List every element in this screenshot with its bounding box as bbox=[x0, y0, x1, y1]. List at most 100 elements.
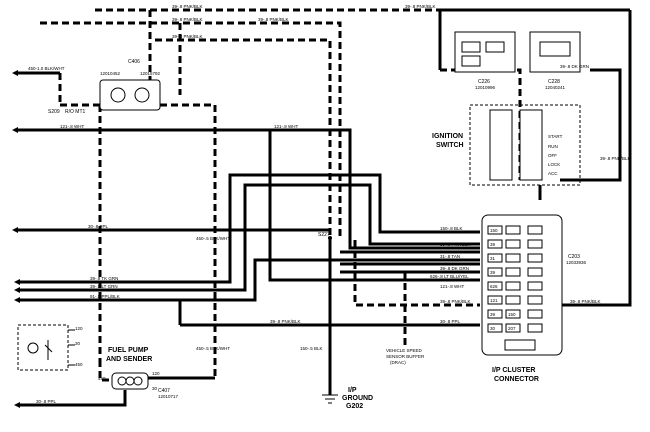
wire-label-ppl-left: 30-.8 PPL bbox=[88, 224, 109, 229]
arrow-left-icon bbox=[12, 127, 18, 133]
c406-label: C406 bbox=[128, 59, 140, 65]
wire-label-wht-left: 121-.8 WHT bbox=[60, 124, 85, 129]
c226-pin-c bbox=[461, 55, 481, 67]
pin-31: 31 bbox=[490, 256, 496, 261]
c226-pn: 12010996 bbox=[475, 85, 496, 90]
c406-pn1: 12010452 bbox=[100, 71, 121, 76]
c407-pin-c bbox=[133, 376, 143, 386]
wire-label-left-top: 450-1.0 BLK/WHT bbox=[28, 66, 65, 71]
wire-label-tkgrn: 39-.8 TK GRN bbox=[90, 276, 118, 281]
pin-626: 626 bbox=[490, 284, 498, 289]
wire-label-ltblu: 626-.8 LT BLU/YEL bbox=[430, 274, 469, 279]
wire-label-vert-dash: 450-.5 BLK/WHT bbox=[196, 236, 230, 241]
ground-title: I/P bbox=[348, 387, 357, 394]
fp-120b: 120 bbox=[152, 371, 160, 376]
wire-top-3 bbox=[155, 38, 332, 240]
sw-run: RUN bbox=[548, 144, 558, 149]
pin-207: 207 bbox=[508, 326, 516, 331]
wire-label-top2: 39-.8 PNK/BLK bbox=[172, 17, 203, 22]
s227-label: S227 bbox=[318, 232, 330, 238]
wire-ign-2 bbox=[560, 68, 622, 182]
wire-wht-mid bbox=[270, 128, 352, 175]
ground-title2: GROUND bbox=[342, 395, 373, 402]
ground-icon bbox=[322, 394, 338, 404]
sw-start: START bbox=[548, 134, 563, 139]
arrow-left-icon bbox=[12, 70, 18, 76]
pin-39: 39 bbox=[490, 242, 496, 247]
c228-pn: 12040241 bbox=[545, 85, 566, 90]
wire-pnk bbox=[348, 175, 480, 250]
fp-120: 120 bbox=[75, 326, 83, 331]
wire-label-blk: 150-.8 BLK bbox=[440, 226, 463, 231]
fp-30: 30 bbox=[75, 341, 81, 346]
wire-label-ground: 150-.5 BLK bbox=[300, 346, 323, 351]
c407-pin-b bbox=[125, 376, 135, 386]
wire-label-dkgrn: 39-.8 DK GRN bbox=[440, 266, 469, 271]
wire-label-top4: 39-.8 PNK/BLK bbox=[270, 319, 301, 324]
wire-tkgrn bbox=[20, 173, 480, 284]
arrow-left-icon bbox=[14, 287, 20, 293]
wire-label-ppl-blk: 91-.8 PPL/BLK bbox=[90, 294, 120, 299]
ignition-switch-box bbox=[469, 104, 581, 186]
vss-label2: SENSOR BUFFER bbox=[386, 354, 425, 359]
pin-150: 150 bbox=[490, 228, 498, 233]
c226-pin-b bbox=[485, 41, 505, 53]
wire-label-top2b: 39-.8 PNK/BLK bbox=[258, 17, 289, 22]
c226-pin-a bbox=[461, 41, 481, 53]
wire-label-ppl-bottom-left: 30-.8 PPL bbox=[36, 399, 57, 404]
c203-label: C203 bbox=[568, 254, 580, 260]
c406-socket-right bbox=[134, 87, 150, 103]
fuel-title: FUEL PUMP bbox=[108, 347, 149, 354]
arrow-left-icon bbox=[14, 279, 20, 285]
arrow-left-icon bbox=[14, 297, 20, 303]
wire-label-ltgrn: 39-.8 LT GRN bbox=[90, 284, 118, 289]
wire-top-2 bbox=[40, 21, 342, 240]
wire-label-ppl-bottom: 30-.8 PPL bbox=[440, 319, 461, 324]
wire-label-top3: 39-.8 PNK/BLK bbox=[172, 34, 203, 39]
wire-pnk-lower bbox=[353, 240, 480, 307]
wire-right-vert bbox=[560, 10, 632, 307]
c406-connector bbox=[99, 79, 161, 111]
cluster-title2: CONNECTOR bbox=[494, 376, 539, 383]
arrow-left-icon bbox=[14, 402, 20, 408]
ignition-switch-label: IGNITION bbox=[432, 133, 463, 140]
c203-pn: 12033936 bbox=[566, 260, 587, 265]
fp-450: 450 bbox=[75, 362, 83, 367]
ignition-switch-label2: SWITCH bbox=[436, 142, 464, 149]
ground-id: G202 bbox=[346, 403, 363, 410]
wire-label-pnk-right: 39-.8 PNK/BLK bbox=[570, 299, 601, 304]
fuel-pump-box bbox=[17, 324, 69, 371]
s209-label: S209 bbox=[48, 109, 60, 115]
cluster-pin-grid bbox=[487, 225, 543, 351]
wire-ppl-blk bbox=[20, 258, 480, 302]
wire-label-top1: 39-.8 PNK/BLK bbox=[172, 4, 203, 9]
ign-bar-2 bbox=[519, 109, 543, 181]
c228-label: C228 bbox=[548, 79, 560, 85]
wire-label-pnk-vert-right: 39-.8 PNK/BLK bbox=[600, 156, 631, 161]
cluster-title: I/P CLUSTER bbox=[492, 367, 535, 374]
fuel-pump-motor-icon bbox=[27, 342, 39, 354]
fuel-sender-icon bbox=[44, 340, 53, 360]
c228-pin bbox=[539, 41, 571, 57]
c226-label: C226 bbox=[478, 79, 490, 85]
sw-off: OFF bbox=[548, 153, 557, 158]
wire-label-wht-mid: 121-.8 WHT bbox=[274, 124, 299, 129]
wire-blk bbox=[268, 175, 480, 282]
pin-39b: 39 bbox=[490, 270, 496, 275]
pin-39c: 39 bbox=[490, 312, 496, 317]
s209-code: R/O MT1 bbox=[65, 109, 85, 115]
vss-label3: (DRAC) bbox=[390, 360, 406, 365]
c406-socket-left bbox=[110, 87, 126, 103]
sw-lock: LOCK bbox=[548, 162, 560, 167]
vss-label: VEHICLE SPEED bbox=[386, 348, 423, 353]
fuel-title2: AND SENDER bbox=[106, 356, 152, 363]
c406-pn2: 12015792 bbox=[140, 71, 161, 76]
wire-label-dkgrn-top: 39-.8 DK GRN bbox=[560, 64, 589, 69]
wire-wht bbox=[18, 128, 272, 175]
pin-121: 121 bbox=[490, 298, 498, 303]
wire-fp-ppl bbox=[20, 390, 127, 407]
wire-fp-dash bbox=[98, 360, 112, 382]
wire-label-vert-dash2: 450-.5 BLK/WHT bbox=[196, 346, 230, 351]
